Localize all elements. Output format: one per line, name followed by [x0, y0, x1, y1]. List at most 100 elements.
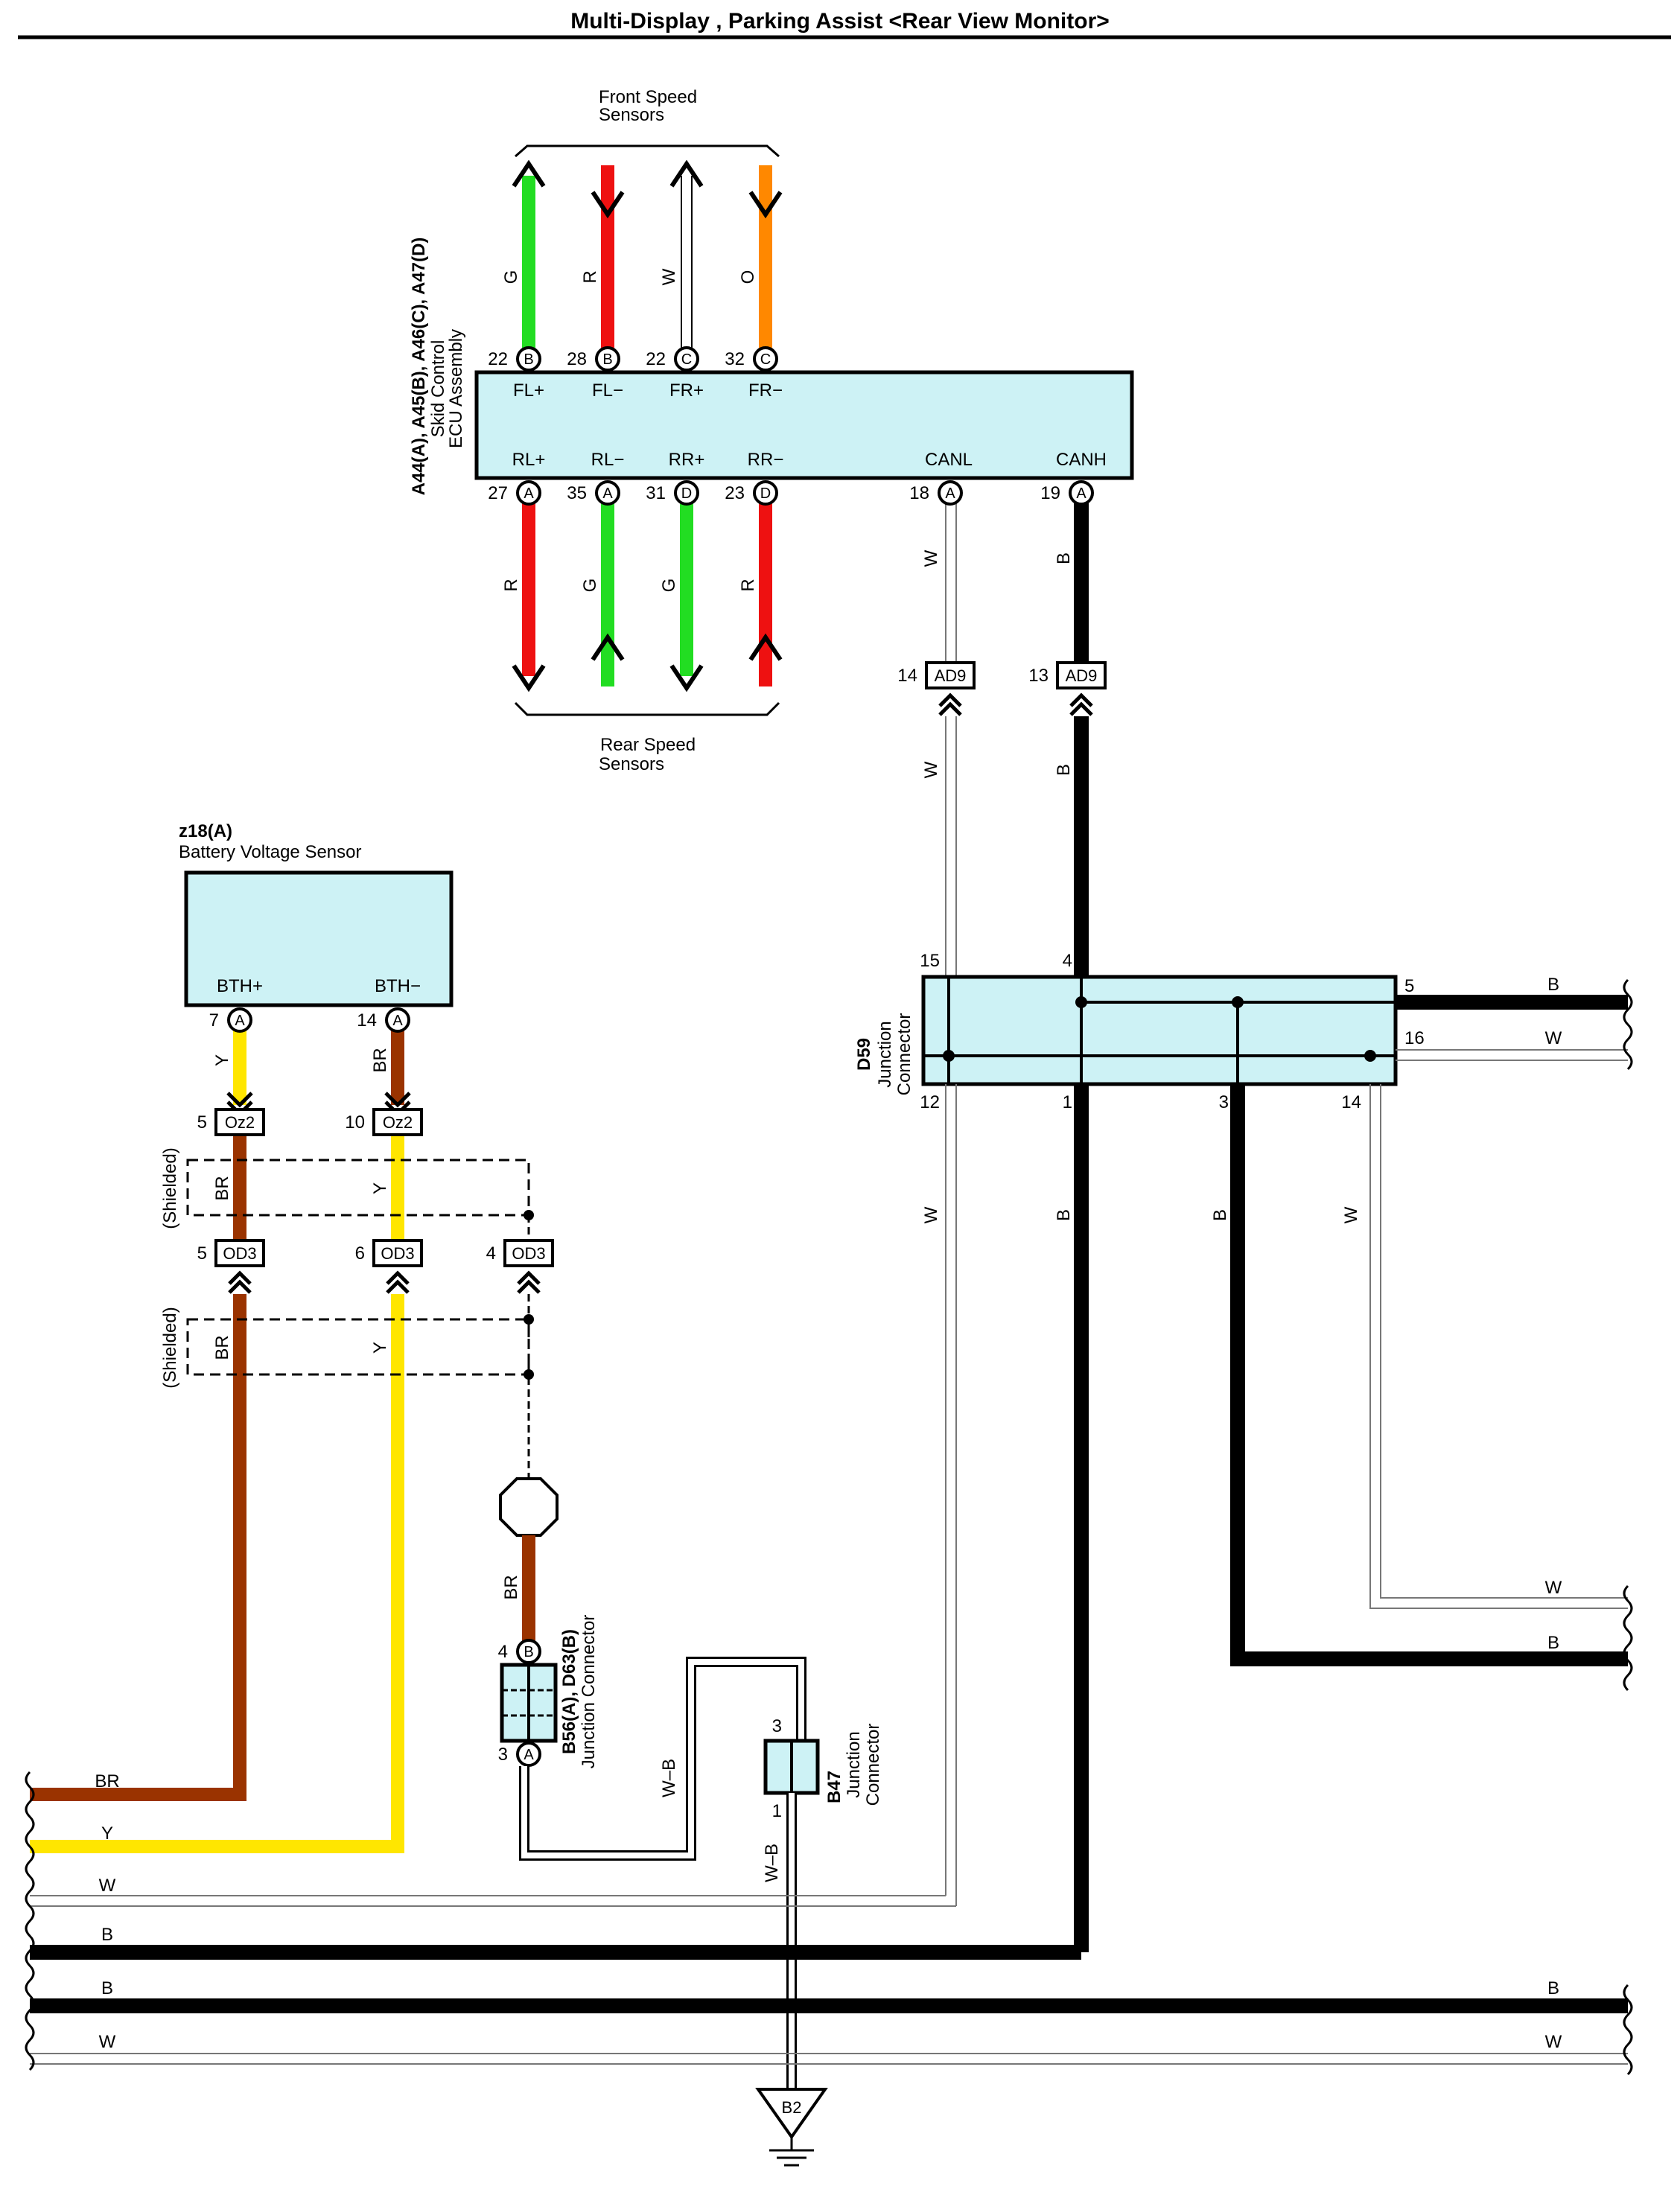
ground-b2: B2 — [755, 2088, 828, 2167]
bus-label-w-2-right: W — [1545, 2032, 1562, 2052]
d59-pin-15: 15 — [920, 951, 940, 971]
svg-text:BR: BR — [212, 1335, 232, 1360]
wire-label-fr-minus: O — [738, 270, 758, 284]
svg-text:19: 19 — [1040, 483, 1060, 503]
wire-label-fl-minus: R — [580, 270, 600, 283]
arrow-fl-plus — [512, 159, 546, 188]
svg-text:10: 10 — [345, 1112, 365, 1132]
front-speed-sensor-wires: Front Speed Sensors G R W O — [501, 87, 783, 348]
rear-sensors-label-1: Rear Speed — [600, 735, 696, 755]
wb-wire: W–B — [519, 1657, 806, 1861]
svg-text:C: C — [760, 351, 771, 368]
arrow-rr-minus — [748, 633, 783, 661]
svg-text:B: B — [524, 1644, 533, 1660]
bus-label-w-2: W — [99, 2032, 116, 2052]
ecu-pin-label-fr-minus: FR− — [748, 380, 783, 401]
bus-label-w-1: W — [99, 1876, 116, 1896]
battery-pin-label-bth-minus: BTH− — [375, 976, 421, 996]
right-break-mark — [1623, 1984, 1633, 2076]
b47-name-2: Connector — [863, 1724, 883, 1806]
svg-text:14: 14 — [357, 1010, 377, 1030]
rear-sensors-brace — [514, 701, 780, 716]
shielded-wires-upper: BR Y (Shielded) — [160, 1136, 534, 1240]
d59-pin-3: 3 — [1219, 1092, 1229, 1112]
b56-junction-connector: B 4 A 3 B56(A), D63(B) Junction Connecto… — [498, 1615, 599, 1769]
front-sensors-label-1: Front Speed — [599, 87, 697, 107]
arrow-fr-minus — [748, 191, 783, 219]
wire-label-d59-3: B — [1210, 1209, 1230, 1221]
b47-junction-connector: 3 1 B47 Junction Connector W–B — [762, 1716, 883, 2092]
wire-label-canl-mid: W — [921, 761, 941, 778]
ecu-bottom-pin-rr-minus: D 23 — [725, 480, 778, 506]
shield-ground-splice — [499, 1477, 559, 1537]
battery-sensor-box — [184, 870, 454, 1007]
wire-label-d59-3-right: B — [1547, 1633, 1559, 1653]
svg-text:1: 1 — [772, 1801, 782, 1821]
b47-name-1: Junction — [844, 1731, 864, 1797]
wire-label-rl-minus: G — [580, 579, 600, 593]
svg-text:13: 13 — [1028, 666, 1049, 686]
svg-text:A: A — [524, 1747, 534, 1763]
svg-text:4: 4 — [498, 1642, 508, 1662]
svg-text:22: 22 — [646, 349, 666, 369]
skid-control-ecu: A44(A), A45(B), A46(C), A47(D) Skid Cont… — [409, 238, 1134, 496]
bus-label-b-2: B — [101, 1978, 113, 1998]
wire-label-fr-plus: W — [659, 268, 679, 285]
wire-label-canh-mid: B — [1054, 764, 1074, 776]
ecu-pin-label-fl-minus: FL− — [592, 380, 623, 401]
battery-pin-label-bth-plus: BTH+ — [217, 976, 263, 996]
ecu-bottom-pin-rl-plus: A 27 — [488, 480, 541, 506]
ecu-name-1: Skid Control — [428, 340, 448, 438]
arrow-fr-plus — [669, 159, 704, 188]
d59-pin-16: 16 — [1404, 1028, 1425, 1048]
rear-speed-sensor-wires: R G G R A 27 A 35 D 31 D — [488, 480, 783, 774]
svg-text:D: D — [681, 485, 692, 502]
can-bus-wires: W B A 18 A 19 AD9 14 AD9 13 — [897, 480, 1107, 980]
battery-voltage-sensor: z18(A) Battery Voltage Sensor BTH+ BTH− … — [179, 821, 454, 1117]
oz2-connectors: Oz2 5 Oz2 10 — [197, 1108, 423, 1136]
bus-label-y: Y — [101, 1823, 113, 1844]
svg-text:C: C — [681, 351, 692, 368]
ecu-pin-label-canh: CANH — [1056, 450, 1107, 470]
wire-label-bth-minus: BR — [370, 1048, 390, 1072]
left-break-mark — [25, 1771, 35, 2071]
wire-label-rr-minus: R — [738, 579, 758, 591]
svg-text:BR: BR — [501, 1575, 521, 1599]
svg-text:OD3: OD3 — [223, 1244, 256, 1263]
ecu-top-pin-fr-minus: C 32 — [725, 346, 778, 372]
wire-label-d59-5: B — [1547, 975, 1559, 995]
svg-text:22: 22 — [488, 349, 508, 369]
d59-id: D59 — [854, 1038, 874, 1071]
battery-pin-7: A 7 — [209, 1007, 252, 1033]
ad9-connector-w: AD9 14 — [897, 661, 976, 716]
svg-text:BR: BR — [212, 1176, 232, 1200]
shielded-label-1: (Shielded) — [160, 1147, 180, 1229]
svg-text:A: A — [392, 1013, 403, 1029]
svg-text:3: 3 — [498, 1745, 508, 1765]
front-sensors-label-2: Sensors — [599, 105, 664, 125]
arrow-rl-minus — [591, 633, 625, 661]
od3-connectors: OD3 5 OD3 6 OD3 4 — [197, 1239, 554, 1294]
ecu-ids: A44(A), A45(B), A46(C), A47(D) — [409, 238, 429, 496]
svg-text:31: 31 — [646, 483, 666, 503]
svg-text:Oz2: Oz2 — [225, 1113, 255, 1132]
ecu-pin-label-rr-minus: RR− — [748, 450, 784, 470]
wire-label-fl-plus: G — [501, 270, 521, 284]
svg-text:5: 5 — [197, 1112, 207, 1132]
wire-label-rl-plus: R — [501, 579, 521, 591]
arrow-rr-plus — [669, 664, 704, 692]
ecu-top-pin-fl-plus: B 22 — [488, 346, 541, 372]
b47-id: B47 — [824, 1771, 844, 1803]
wire-label-d59-14-right: W — [1545, 1578, 1562, 1598]
left-bus-lines: BR Y W B B B W W — [25, 1771, 1633, 2076]
svg-text:Y: Y — [370, 1182, 390, 1194]
ad9-connector-b: AD9 13 — [1028, 661, 1107, 716]
d59-pin-1: 1 — [1063, 1092, 1072, 1112]
d59-junction-connector: D59 Junction Connector 15 4 5 16 12 1 3 … — [854, 951, 1425, 1112]
svg-text:AD9: AD9 — [935, 666, 967, 685]
b56-id: B56(A), D63(B) — [559, 1629, 579, 1754]
svg-text:AD9: AD9 — [1066, 666, 1098, 685]
front-sensors-brace — [515, 144, 780, 158]
svg-text:A: A — [1076, 485, 1086, 502]
